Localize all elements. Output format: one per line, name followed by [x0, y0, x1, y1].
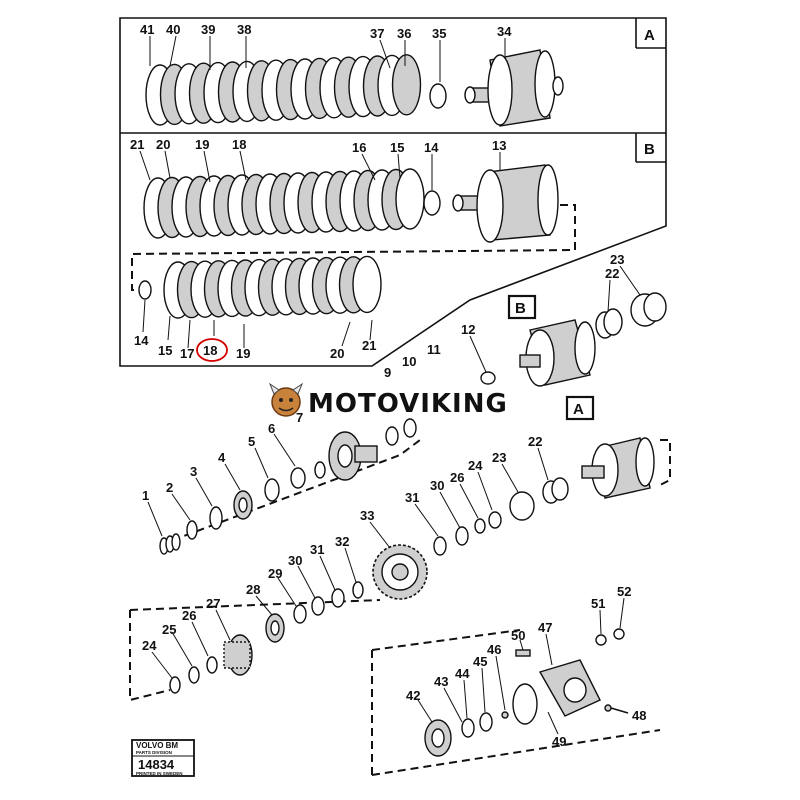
part-number: 26 — [450, 470, 464, 485]
part-number: 3 — [190, 464, 197, 479]
part-number: 2 — [166, 480, 173, 495]
ring-14 — [138, 280, 152, 300]
part-number: 31 — [310, 542, 324, 557]
stamp-printed: PRINTED IN SWEDEN — [136, 771, 183, 776]
part-number: 12 — [461, 322, 475, 337]
part-number: 44 — [455, 666, 470, 681]
watermark: MOTOVIKING — [262, 380, 537, 424]
disc-pack-b-lower — [163, 255, 382, 319]
part-number: 28 — [246, 582, 260, 597]
part-number: 48 — [632, 708, 646, 723]
part-number: 21 — [362, 338, 376, 353]
part-number: 4 — [218, 450, 226, 465]
part-number: 38 — [237, 22, 251, 37]
brand-text: MOTOVIKING — [308, 389, 508, 419]
inset-label-a: A — [573, 401, 584, 418]
part-number: 9 — [384, 365, 391, 380]
part-number: 23 — [610, 252, 624, 267]
part-number: 14 — [424, 140, 439, 155]
part-number: 47 — [538, 620, 552, 635]
part-number: 25 — [162, 622, 176, 637]
shaft-upper-row — [159, 418, 417, 555]
part-number: 50 — [511, 628, 525, 643]
inset-label-b: B — [515, 300, 526, 317]
part-number: 40 — [166, 22, 180, 37]
part-number: 17 — [180, 346, 194, 361]
stamp-number: 14834 — [138, 757, 175, 772]
part-number: 22 — [528, 434, 542, 449]
part-number: 24 — [468, 458, 483, 473]
part-number: 20 — [156, 137, 170, 152]
part-number: 27 — [206, 596, 220, 611]
part-number: 36 — [397, 26, 411, 41]
disc-pack-b — [143, 168, 425, 239]
part-number: 15 — [158, 343, 172, 358]
drum-34 — [429, 49, 564, 127]
leader-lines — [139, 35, 641, 735]
part-number: 19 — [236, 346, 250, 361]
part-number: 22 — [605, 266, 619, 281]
output-housing — [424, 628, 629, 757]
part-number: 14 — [134, 333, 149, 348]
part-number: 41 — [140, 22, 154, 37]
clutch-assembly-a: A — [433, 395, 655, 556]
part-number: 31 — [405, 490, 419, 505]
part-number: 24 — [142, 638, 157, 653]
part-number: 34 — [497, 24, 512, 39]
part-number: 39 — [201, 22, 215, 37]
gear-33 — [372, 544, 428, 600]
part-number: 35 — [432, 26, 446, 41]
part-number: 5 — [248, 434, 255, 449]
drum-13 — [423, 164, 559, 243]
part-number: 16 — [352, 140, 366, 155]
part-number: 52 — [617, 584, 631, 599]
part-number: 15 — [390, 140, 404, 155]
part-number: 13 — [492, 138, 506, 153]
part-number: 46 — [487, 642, 501, 657]
part-number: 20 — [330, 346, 344, 361]
viking-logo-icon — [268, 382, 304, 417]
parts-stamp: VOLVO BM PARTS DIVISION 14834 PRINTED IN… — [131, 739, 195, 777]
stamp-brand: VOLVO BM — [136, 741, 178, 750]
part-number: 18 — [232, 137, 246, 152]
highlight-circle-18 — [196, 338, 228, 362]
clutch-disc — [391, 54, 422, 116]
panel-label-b: B — [644, 141, 655, 158]
clutch-disc — [352, 255, 382, 314]
shaft-lower-row — [169, 581, 364, 694]
part-number: 11 — [427, 342, 441, 357]
part-number: 30 — [288, 553, 302, 568]
clutch-assembly-b: B — [480, 292, 667, 387]
part-number: 30 — [430, 478, 444, 493]
upper-frame: A B — [119, 17, 667, 367]
disc-pack-a — [145, 54, 422, 126]
part-number: 33 — [360, 508, 374, 523]
part-number: 10 — [402, 354, 416, 369]
part-number: 7 — [296, 410, 303, 425]
part-number: 21 — [130, 137, 144, 152]
part-number: 32 — [335, 534, 349, 549]
stamp-division: PARTS DIVISION — [136, 750, 172, 755]
part-number: 23 — [492, 450, 506, 465]
part-number: 45 — [473, 654, 487, 669]
part-number: 49 — [552, 734, 566, 749]
part-number: 19 — [195, 137, 209, 152]
part-number: 42 — [406, 688, 420, 703]
part-number: 26 — [182, 608, 196, 623]
part-number-labels: 41 40 39 38 37 36 35 34 21 20 19 18 16 1… — [130, 22, 646, 749]
part-number: 29 — [268, 566, 282, 581]
part-number: 51 — [591, 596, 605, 611]
part-number: 37 — [370, 26, 384, 41]
part-number: 6 — [268, 421, 275, 436]
part-number: 43 — [434, 674, 448, 689]
clutch-disc — [395, 168, 425, 230]
panel-label-a: A — [644, 27, 655, 44]
part-number: 18 — [203, 343, 217, 358]
part-number: 1 — [142, 488, 149, 503]
